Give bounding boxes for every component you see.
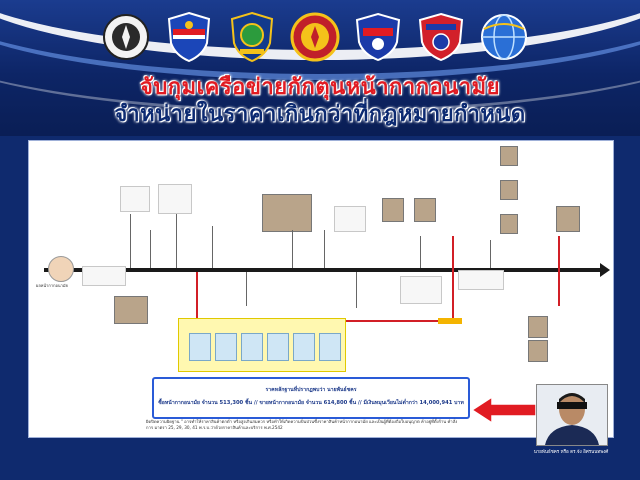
timeline-axis xyxy=(44,268,604,272)
ccib-globe-logo-icon xyxy=(478,9,530,65)
evidence-card xyxy=(400,276,442,304)
mask-box-icon xyxy=(319,333,341,361)
timeline-tick xyxy=(130,214,131,268)
main-suspect-photo xyxy=(536,384,608,446)
crest-emblem-icon xyxy=(100,9,152,65)
suspect-photo xyxy=(500,146,518,166)
summary-line-2: ซื้อหน้ากากอนามัย จำนวน 513,300 ชิ้น // … xyxy=(158,400,464,406)
evidence-card xyxy=(82,266,126,286)
suspect-photo xyxy=(382,198,404,222)
pointer-arrow-icon xyxy=(472,397,536,423)
date-tag xyxy=(438,318,462,324)
timeline-arrowhead xyxy=(600,263,610,277)
timeline-tick xyxy=(212,226,213,268)
timeline-tick xyxy=(176,214,177,268)
mask-box-icon xyxy=(267,333,289,361)
police-shield-icon xyxy=(163,9,215,65)
network-link xyxy=(344,320,454,322)
main-suspect-caption: นายพันธ์ชคร หรือ ตร.จัง อิศรนนทพงศ์ xyxy=(533,450,609,455)
banner-swoosh xyxy=(0,0,640,113)
title-line-2: จำหน่ายในราคาเกินกว่าที่กฎหมายกำหนด xyxy=(114,102,526,127)
timeline-tick xyxy=(246,272,247,306)
summary-box: ราคหลักฐานที่ปรากฏพบว่า นายพันธ์ชคร ซื้อ… xyxy=(152,377,470,419)
legal-detail-text: ผิดปิดความผิดฐาน " อาจทำให้ราคาสินค้าตกต… xyxy=(146,419,458,430)
evidence-photo xyxy=(262,194,312,232)
evidence-card xyxy=(120,186,150,212)
page-title: จับกุมเครือข่ายกักตุนหน้ากากอนามัย จำหน่… xyxy=(100,74,540,132)
mask-box-icon xyxy=(293,333,315,361)
evidence-photo xyxy=(114,296,148,324)
suspect-photo xyxy=(414,198,436,222)
suspect-photo xyxy=(528,340,548,362)
timeline-tick xyxy=(324,230,325,268)
summary-line-1: ราคหลักฐานที่ปรากฏพบว่า นายพันธ์ชคร xyxy=(265,387,357,393)
police-badge-icon xyxy=(226,9,278,65)
suspect-photo xyxy=(500,214,518,234)
title-line-1: จับกุมเครือข่ายกักตุนหน้ากากอนามัย xyxy=(139,75,501,100)
mask-box-icon xyxy=(189,333,211,361)
timeline-tick xyxy=(490,240,491,268)
header-banner: จับกุมเครือข่ายกักตุนหน้ากากอนามัย จำหน่… xyxy=(0,0,640,136)
evidence-card xyxy=(458,270,504,290)
suspect-photo xyxy=(556,206,580,232)
start-person-icon xyxy=(48,256,74,282)
suspect-photo xyxy=(528,316,548,338)
suspect-photo xyxy=(500,180,518,200)
network-link xyxy=(452,236,454,322)
network-link xyxy=(558,236,560,306)
network-link xyxy=(196,272,198,318)
consumer-protection-seal-icon xyxy=(289,9,341,65)
timeline-tick xyxy=(292,230,293,268)
mask-box-icon xyxy=(215,333,237,361)
mask-box-icon xyxy=(241,333,263,361)
logo-row xyxy=(100,6,530,68)
seized-items-box xyxy=(178,318,346,372)
timeline-tick xyxy=(356,272,357,308)
police-emblem-icon xyxy=(352,9,404,65)
timeline-tick xyxy=(150,230,151,268)
start-label: ผลหน้ากากอนามัย xyxy=(36,283,68,288)
police-shield-icon xyxy=(415,9,467,65)
evidence-card xyxy=(334,206,366,232)
timeline-tick xyxy=(420,236,421,268)
evidence-card xyxy=(158,184,192,214)
